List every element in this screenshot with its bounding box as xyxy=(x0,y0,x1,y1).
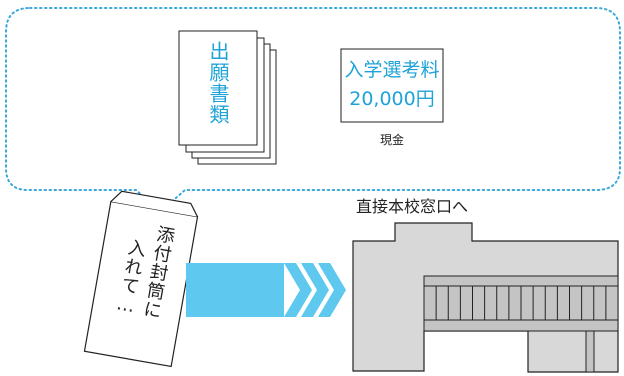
direction-arrow xyxy=(186,263,346,317)
envelope xyxy=(83,190,199,368)
arrow-shaft xyxy=(186,263,284,317)
documents-char-2: 願 xyxy=(206,62,230,83)
window-mullions xyxy=(435,286,607,320)
arrow-chevron-2 xyxy=(301,263,329,317)
fee-amount: 20,000円 xyxy=(349,88,435,110)
documents-char-4: 類 xyxy=(206,104,230,125)
envelope-char-5: に xyxy=(139,298,164,321)
fee-box xyxy=(340,48,444,123)
documents-char-1: 出 xyxy=(206,41,230,62)
speech-bubble-outline xyxy=(5,7,621,214)
application-documents-stack xyxy=(178,30,277,165)
envelope-flap xyxy=(110,190,199,218)
support-pillar xyxy=(585,330,595,373)
document-sheet-front xyxy=(178,30,258,146)
documents-label: 出願書類 xyxy=(205,41,231,125)
school-building xyxy=(352,222,619,373)
documents-char-3: 書 xyxy=(206,83,230,104)
fee-caption: 現金 xyxy=(379,133,404,147)
arrow-chevron-3 xyxy=(318,263,346,317)
envelope-text-column-right: 添付封筒に xyxy=(138,223,176,321)
arrow-chevron-1 xyxy=(284,263,312,317)
envelope-char-9: … xyxy=(113,292,138,319)
building-title: 直接本校窓口へ xyxy=(356,197,469,216)
fee-title: 入学選考料 xyxy=(344,59,440,81)
